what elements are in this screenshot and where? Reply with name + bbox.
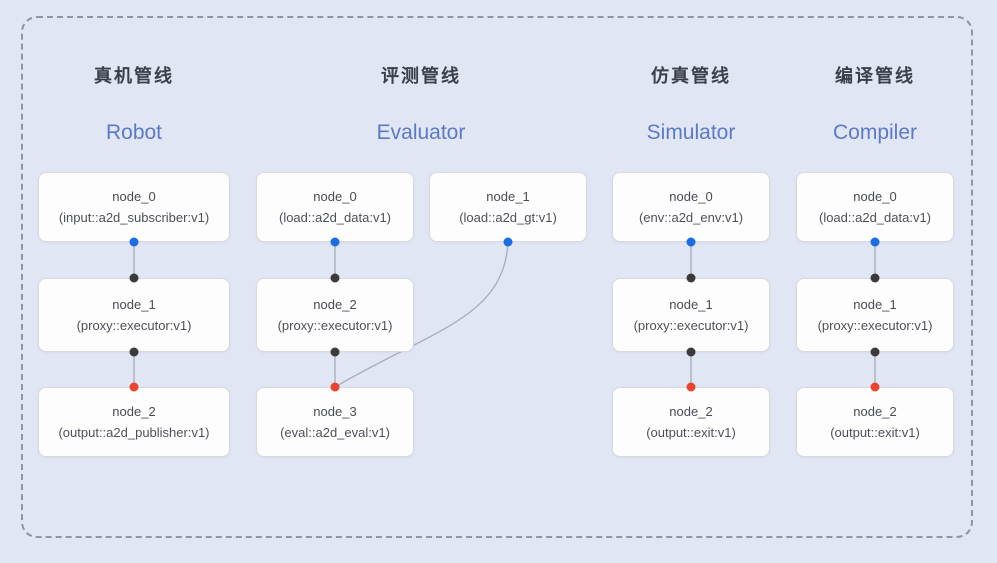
pipeline-title-zh: 仿真管线 <box>651 66 731 86</box>
internal-port-dot <box>686 347 696 357</box>
internal-port-dot <box>870 273 880 283</box>
pipeline-title-zh: 真机管线 <box>94 66 174 86</box>
evaluator-node-0: node_0 (load::a2d_data:v1) <box>256 172 414 242</box>
input-port-dot <box>330 237 340 247</box>
node-type: (output::a2d_publisher:v1) <box>58 425 210 440</box>
node-name: node_0 <box>853 189 897 204</box>
output-port-dot <box>330 382 340 392</box>
node-name: node_1 <box>112 297 156 312</box>
input-port-dot <box>503 237 513 247</box>
input-port-dot <box>870 237 880 247</box>
node-type: (output::exit:v1) <box>646 425 736 440</box>
node-type: (proxy::executor:v1) <box>817 318 933 333</box>
node-type: (load::a2d_gt:v1) <box>459 210 557 225</box>
node-type: (load::a2d_data:v1) <box>278 210 392 225</box>
robot-node-0: node_0 (input::a2d_subscriber:v1) <box>38 172 230 242</box>
pipeline-title-en: Simulator <box>646 121 736 144</box>
node-name: node_0 <box>313 189 357 204</box>
internal-port-dot <box>686 273 696 283</box>
node-name: node_2 <box>669 404 713 419</box>
node-name: node_1 <box>486 189 530 204</box>
node-type: (proxy::executor:v1) <box>633 318 749 333</box>
internal-port-dot <box>129 347 139 357</box>
pipeline-title-en: Evaluator <box>376 121 466 144</box>
simulator-node-1: node_1 (proxy::executor:v1) <box>612 278 770 352</box>
internal-port-dot <box>870 347 880 357</box>
node-type: (proxy::executor:v1) <box>76 318 192 333</box>
pipeline-title-en: Compiler <box>832 121 918 144</box>
evaluator-node-3: node_3 (eval::a2d_eval:v1) <box>256 387 414 457</box>
output-port-dot <box>129 382 139 392</box>
node-type: (proxy::executor:v1) <box>277 318 393 333</box>
output-port-dot <box>870 382 880 392</box>
evaluator-node-1: node_1 (load::a2d_gt:v1) <box>429 172 587 242</box>
node-name: node_1 <box>853 297 897 312</box>
pipeline-title-zh: 编译管线 <box>835 66 915 86</box>
output-port-dot <box>686 382 696 392</box>
node-type: (input::a2d_subscriber:v1) <box>58 210 210 225</box>
compiler-node-0: node_0 (load::a2d_data:v1) <box>796 172 954 242</box>
edge-curve <box>334 241 509 388</box>
node-type: (env::a2d_env:v1) <box>638 210 744 225</box>
internal-port-dot <box>330 273 340 283</box>
node-name: node_2 <box>853 404 897 419</box>
pipeline-title-zh: 评测管线 <box>381 66 461 86</box>
compiler-node-1: node_1 (proxy::executor:v1) <box>796 278 954 352</box>
input-port-dot <box>686 237 696 247</box>
node-name: node_0 <box>669 189 713 204</box>
node-type: (eval::a2d_eval:v1) <box>280 425 390 440</box>
dashed-border-frame <box>21 16 973 538</box>
simulator-node-0: node_0 (env::a2d_env:v1) <box>612 172 770 242</box>
internal-port-dot <box>129 273 139 283</box>
simulator-node-2: node_2 (output::exit:v1) <box>612 387 770 457</box>
pipeline-title-en: Robot <box>105 121 163 144</box>
node-type: (load::a2d_data:v1) <box>818 210 932 225</box>
node-name: node_2 <box>112 404 156 419</box>
input-port-dot <box>129 237 139 247</box>
node-name: node_0 <box>112 189 156 204</box>
evaluator-node-2: node_2 (proxy::executor:v1) <box>256 278 414 352</box>
node-type: (output::exit:v1) <box>830 425 920 440</box>
node-name: node_1 <box>669 297 713 312</box>
node-name: node_3 <box>313 404 357 419</box>
robot-node-1: node_1 (proxy::executor:v1) <box>38 278 230 352</box>
internal-port-dot <box>330 347 340 357</box>
robot-node-2: node_2 (output::a2d_publisher:v1) <box>38 387 230 457</box>
compiler-node-2: node_2 (output::exit:v1) <box>796 387 954 457</box>
node-name: node_2 <box>313 297 357 312</box>
